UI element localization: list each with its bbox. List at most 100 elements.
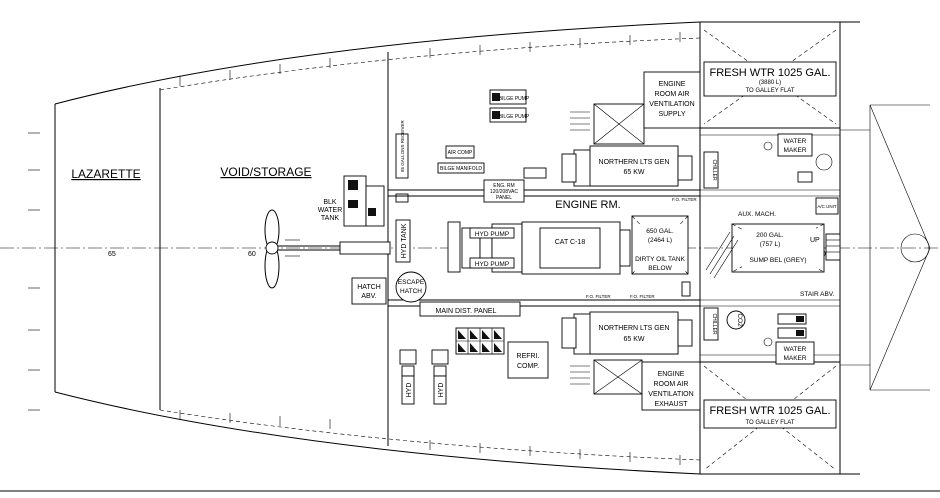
svg-text:WATER: WATER <box>318 207 343 214</box>
svg-text:CHILLER: CHILLER <box>711 159 717 181</box>
frame-60-label: 60 <box>248 251 256 258</box>
engine-room-walkways <box>388 189 840 307</box>
diagonal-pipework <box>705 231 739 279</box>
svg-text:WATER: WATER <box>784 138 807 145</box>
escape-hatch: ESCAPE HATCH <box>395 271 427 303</box>
battery-bank <box>455 327 505 355</box>
air-comp: AIR COMP <box>445 145 475 159</box>
small-box-mid <box>681 281 691 297</box>
ac-unit: A/C UNIT <box>815 197 839 215</box>
bilge-manifold: BILGE MANIFOLD <box>437 162 485 174</box>
small-box-top <box>523 167 547 179</box>
frame-65-label: 65 <box>108 251 116 258</box>
engine-room-label: ENGINE RM. <box>555 199 620 211</box>
bilge-pump-1: BILGE PUMP <box>489 89 530 105</box>
svg-text:AIR COMP: AIR COMP <box>448 150 473 156</box>
hatch-abv: HATCH ABV. <box>351 277 387 305</box>
refri-comp: REFRI. COMP. <box>507 341 549 379</box>
chiller-top: CHILLER <box>703 151 833 189</box>
svg-text:DIRTY OIL TANK: DIRTY OIL TANK <box>635 256 686 263</box>
svg-text:SUPPLY: SUPPLY <box>658 111 685 118</box>
svg-text:REFRI.: REFRI. <box>517 353 540 360</box>
svg-text:HATCH: HATCH <box>357 284 381 291</box>
fuel-filter-bottom-1: F.O. FILTER <box>586 294 611 299</box>
generator-bottom: NORTHERN LTS GEN 65 KW <box>561 311 693 355</box>
svg-text:NORTHERN LTS GEN: NORTHERN LTS GEN <box>599 159 670 166</box>
svg-text:MAKER: MAKER <box>783 355 806 362</box>
svg-text:HYD: HYD <box>438 383 445 398</box>
aux-mach-label: AUX. MACH. <box>738 211 776 218</box>
svg-text:ESCAPE: ESCAPE <box>398 279 425 286</box>
svg-text:120/208VAC: 120/208VAC <box>490 189 518 195</box>
exhaust-ventilation: ENGINE ROOM AIR VENTILATION EXHAUST <box>570 359 701 411</box>
fresh-water-tank-top: FRESH WTR 1025 GAL. (3880 L) TO GALLEY F… <box>703 61 837 97</box>
gallons-receiver-label: 85 GALLONS RECEIVER <box>400 119 405 172</box>
svg-text:CO2: CO2 <box>736 313 743 327</box>
svg-text:65 KW: 65 KW <box>623 169 644 176</box>
fresh-water-top-label: FRESH WTR 1025 GAL. <box>709 67 830 79</box>
supply-ventilation: ENGINE ROOM AIR VENTILATION SUPPLY <box>570 71 701 145</box>
bilge-pump-2: BILGE PUMP <box>489 107 530 123</box>
to-galley-bottom-label: TO GALLEY FLAT <box>745 420 794 426</box>
svg-text:BILGE PUMP: BILGE PUMP <box>499 114 530 120</box>
hyd-tank: HYD TANK <box>395 219 411 263</box>
svg-text:650 GAL.: 650 GAL. <box>646 228 674 235</box>
svg-text:ENGINE: ENGINE <box>659 81 686 88</box>
main-dist-panel: MAIN DIST. PANEL <box>419 301 521 317</box>
fresh-water-tank-bottom: FRESH WTR 1025 GAL. TO GALLEY FLAT <box>703 399 837 429</box>
svg-text:HYD PUMP: HYD PUMP <box>475 261 509 268</box>
fresh-water-bottom-label: FRESH WTR 1025 GAL. <box>709 405 830 417</box>
svg-text:HYD: HYD <box>406 383 413 398</box>
water-maker-top: WATER MAKER <box>763 133 813 157</box>
eng-rm-panel: ENG. RM 120/208VAC PANEL <box>483 179 525 203</box>
svg-text:PANEL: PANEL <box>496 195 512 201</box>
svg-text:MAKER: MAKER <box>783 147 806 154</box>
hyd-pump-bottom: HYD PUMP <box>469 257 515 269</box>
svg-text:(2464 L): (2464 L) <box>648 237 672 244</box>
svg-text:CHILLER: CHILLER <box>711 313 717 335</box>
svg-text:ABV.: ABV. <box>361 293 376 300</box>
svg-text:ROOM AIR: ROOM AIR <box>654 91 689 98</box>
water-maker-bottom: WATER MAKER <box>763 337 815 365</box>
svg-text:HYD PUMP: HYD PUMP <box>475 231 509 238</box>
svg-text:TANK: TANK <box>321 215 339 222</box>
svg-text:200 GAL.: 200 GAL. <box>756 232 784 239</box>
svg-text:MAIN DIST. PANEL: MAIN DIST. PANEL <box>436 308 497 315</box>
svg-text:A/C UNIT: A/C UNIT <box>817 204 837 209</box>
svg-text:BILGE PUMP: BILGE PUMP <box>499 96 530 102</box>
hyd-unit-2: HYD <box>431 349 449 405</box>
fuel-filter-top: F.O. FILTER <box>672 197 697 202</box>
hyd-pump-top: HYD PUMP <box>469 227 515 239</box>
svg-text:ENG. RM: ENG. RM <box>493 183 514 189</box>
svg-text:HYD TANK: HYD TANK <box>401 223 408 258</box>
pumps-bottom <box>777 313 807 339</box>
svg-text:ROOM AIR: ROOM AIR <box>653 381 688 388</box>
sump-tank: 200 GAL. (757 L) SUMP BEL (GREY) <box>731 223 825 273</box>
hyd-unit-1: HYD <box>399 349 417 405</box>
up-label: UP <box>810 237 820 244</box>
chiller-bottom: CHILLER <box>703 307 719 341</box>
svg-text:SUMP BEL (GREY): SUMP BEL (GREY) <box>749 257 806 264</box>
svg-text:BILGE MANIFOLD: BILGE MANIFOLD <box>440 166 482 172</box>
svg-text:EXHAUST: EXHAUST <box>654 401 688 408</box>
svg-text:ENGINE: ENGINE <box>658 371 685 378</box>
lazarette-label: LAZARETTE <box>71 167 140 181</box>
svg-text:WATER: WATER <box>784 346 807 353</box>
svg-text:HATCH: HATCH <box>400 288 422 295</box>
svg-text:VENTILATION: VENTILATION <box>648 391 693 398</box>
void-storage-label: VOID/STORAGE <box>220 165 311 179</box>
svg-text:BELOW: BELOW <box>648 265 672 272</box>
svg-text:NORTHERN LTS GEN: NORTHERN LTS GEN <box>599 325 670 332</box>
to-galley-top-label: TO GALLEY FLAT <box>745 88 794 94</box>
blk-water-tank-label: BLK WATER TANK <box>318 199 343 222</box>
svg-text:VENTILATION: VENTILATION <box>649 101 694 108</box>
svg-text:BLK: BLK <box>323 199 337 206</box>
blk-water-tank-equipment <box>343 133 409 227</box>
svg-text:CAT C-18: CAT C-18 <box>555 239 586 246</box>
dirty-oil-tank: 650 GAL. (2464 L) DIRTY OIL TANK BELOW <box>631 215 689 275</box>
fresh-water-top-liters: (3880 L) <box>759 80 781 86</box>
co2-bottle: CO2 <box>726 310 746 330</box>
svg-text:65 KW: 65 KW <box>623 336 644 343</box>
propeller <box>264 209 391 289</box>
generator-top: NORTHERN LTS GEN 65 KW <box>561 145 693 187</box>
